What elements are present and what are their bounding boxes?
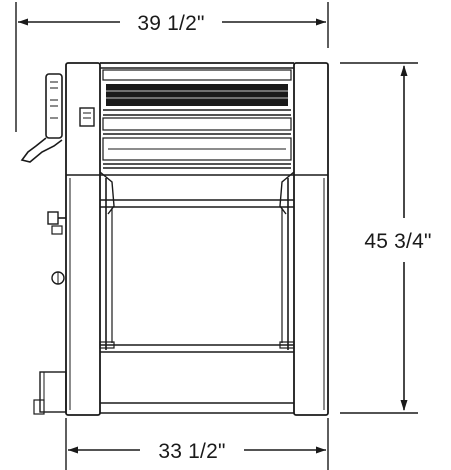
center-frame (100, 174, 294, 414)
right-side-panel (293, 62, 329, 416)
adjustment-knob (47, 211, 66, 235)
roller-housing (100, 62, 294, 169)
top-width-label: 39 1/2" (137, 12, 204, 35)
control-box (79, 107, 95, 127)
bottom-width-dimension (65, 418, 329, 470)
left-side-panel (65, 62, 101, 416)
top-width-dimension (15, 2, 329, 132)
bottom-width-label: 33 1/2" (158, 440, 225, 463)
side-handle (20, 73, 63, 163)
height-label: 45 3/4" (364, 230, 431, 253)
roller (106, 84, 288, 106)
motor-bracket (33, 371, 67, 415)
height-dimension (340, 62, 418, 414)
guide-arms (99, 171, 295, 349)
lower-knob (51, 271, 65, 285)
machine-body (20, 62, 329, 416)
